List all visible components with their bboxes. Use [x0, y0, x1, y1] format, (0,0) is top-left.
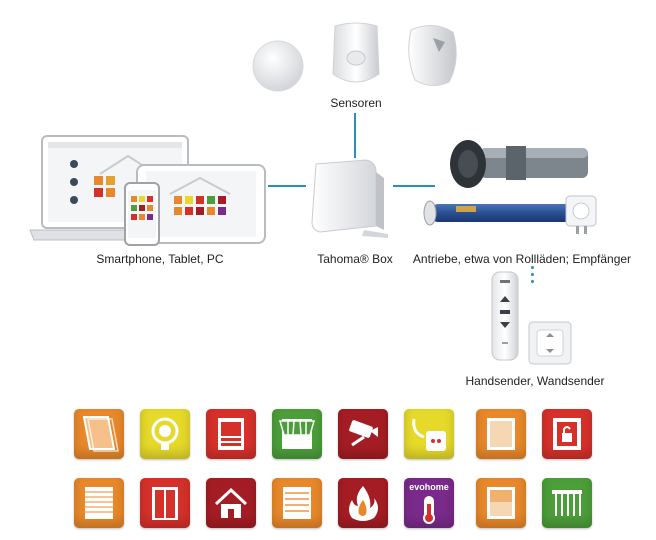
tablet-image: [136, 164, 266, 244]
fire-icon: [349, 486, 378, 521]
house-alarm-tile[interactable]: [206, 478, 256, 528]
venetian-blind-icon: [283, 487, 311, 519]
house-alarm-icon: [214, 487, 248, 518]
blinds-tile[interactable]: [74, 409, 124, 459]
signal-dots: [531, 266, 534, 287]
light-tile[interactable]: [140, 409, 190, 459]
receiver-plug-image: [562, 194, 602, 238]
remotes-label: Handsender, Wandsender: [465, 374, 605, 388]
sensors-label: Sensoren: [330, 96, 382, 110]
devices-label: Smartphone, Tablet, PC: [96, 252, 224, 266]
roller-shutter-tile[interactable]: [74, 478, 124, 528]
camera-icon: [349, 420, 378, 447]
fire-tile[interactable]: [338, 478, 388, 528]
plug-tile[interactable]: [404, 409, 454, 459]
blinds-icon: [82, 416, 119, 452]
roller-shutter-icon: [85, 487, 113, 519]
tubular-motor-image: [416, 196, 596, 236]
connector-sensors-box: [354, 113, 356, 158]
evohome-thermometer-icon: [423, 496, 435, 524]
tahoma-box-image: [304, 156, 392, 244]
handheld-remote-image: [490, 270, 520, 362]
sensor-light-image: [403, 20, 463, 92]
actuators-label: Antriebe, etwa von Rollläden; Empfänger: [412, 252, 632, 266]
plug-icon: [412, 418, 446, 451]
lock-icon: [553, 418, 581, 450]
sensor-round-image: [250, 38, 306, 94]
garden-gate-tile[interactable]: [542, 478, 592, 528]
camera-tile[interactable]: [338, 409, 388, 459]
evohome-logo: evohome: [409, 482, 449, 492]
awning-icon: [279, 419, 315, 449]
connector-devices-box: [268, 185, 306, 187]
blind-window-icon: [487, 487, 515, 519]
garden-gate-icon: [552, 490, 582, 516]
box-label: Tahoma® Box: [317, 252, 393, 266]
shutter-tile[interactable]: [206, 409, 256, 459]
smartphone-image: [124, 182, 160, 246]
sensor-motion-image: [329, 20, 383, 92]
light-bulb-icon: [151, 417, 179, 450]
awning-tile[interactable]: [272, 409, 322, 459]
connector-box-actuators: [393, 185, 435, 187]
window-tile[interactable]: [476, 409, 526, 459]
blind-window-tile[interactable]: [476, 478, 526, 528]
motor-drive-image: [446, 136, 596, 194]
lock-tile[interactable]: [542, 409, 592, 459]
wall-remote-image: [527, 320, 573, 366]
door-icon: [152, 487, 178, 520]
venetian-blind-tile[interactable]: [272, 478, 322, 528]
evohome-tile[interactable]: evohome: [404, 478, 454, 528]
door-tile[interactable]: [140, 478, 190, 528]
window-icon: [487, 418, 515, 450]
shutter-icon: [218, 418, 244, 450]
